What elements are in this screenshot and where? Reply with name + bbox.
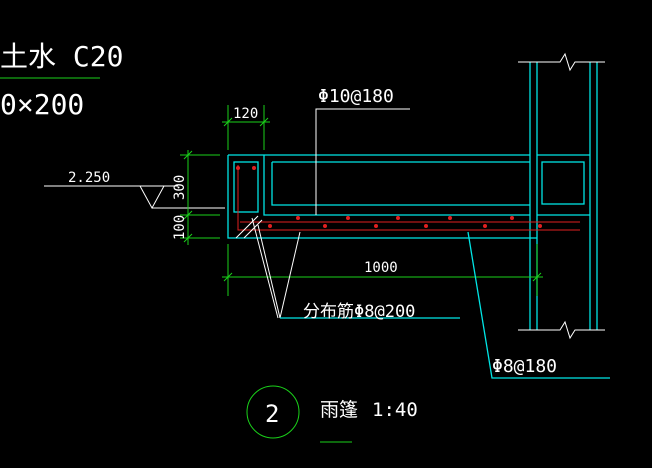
bottom-rebar-leader <box>467 231 610 379</box>
detail-number: 2 <box>265 400 279 428</box>
detail-title: 雨篷 <box>320 399 358 421</box>
vertical-dimensions <box>180 150 220 245</box>
distribution-rebar-leader <box>251 217 460 319</box>
rebar-lines <box>237 165 580 231</box>
dimension-1000 <box>222 244 543 296</box>
rebar-dots <box>236 166 542 228</box>
top-rebar-leader <box>315 108 410 215</box>
dimension-120 <box>222 105 270 150</box>
material-label: 土水 C20 <box>0 40 123 73</box>
section-size-label: 0×200 <box>0 88 84 121</box>
dim-1000-label: 1000 <box>364 260 398 276</box>
detail-scale: 1:40 <box>372 399 418 421</box>
dim-300-label: 300 <box>172 175 188 200</box>
top-rebar-label: Φ10@180 <box>318 86 394 107</box>
detail-number-circle <box>246 385 300 439</box>
dim-100-label: 100 <box>172 215 188 240</box>
elevation-label: 2.250 <box>68 170 110 186</box>
slab-hatch <box>235 215 263 239</box>
distribution-rebar-label: 分布筋Φ8@200 <box>303 302 415 322</box>
wall-section <box>518 52 605 340</box>
bottom-rebar-label: Φ8@180 <box>492 356 557 377</box>
elevation-mark <box>44 185 225 210</box>
canopy-outline <box>227 154 585 239</box>
dim-120-label: 120 <box>233 106 258 122</box>
